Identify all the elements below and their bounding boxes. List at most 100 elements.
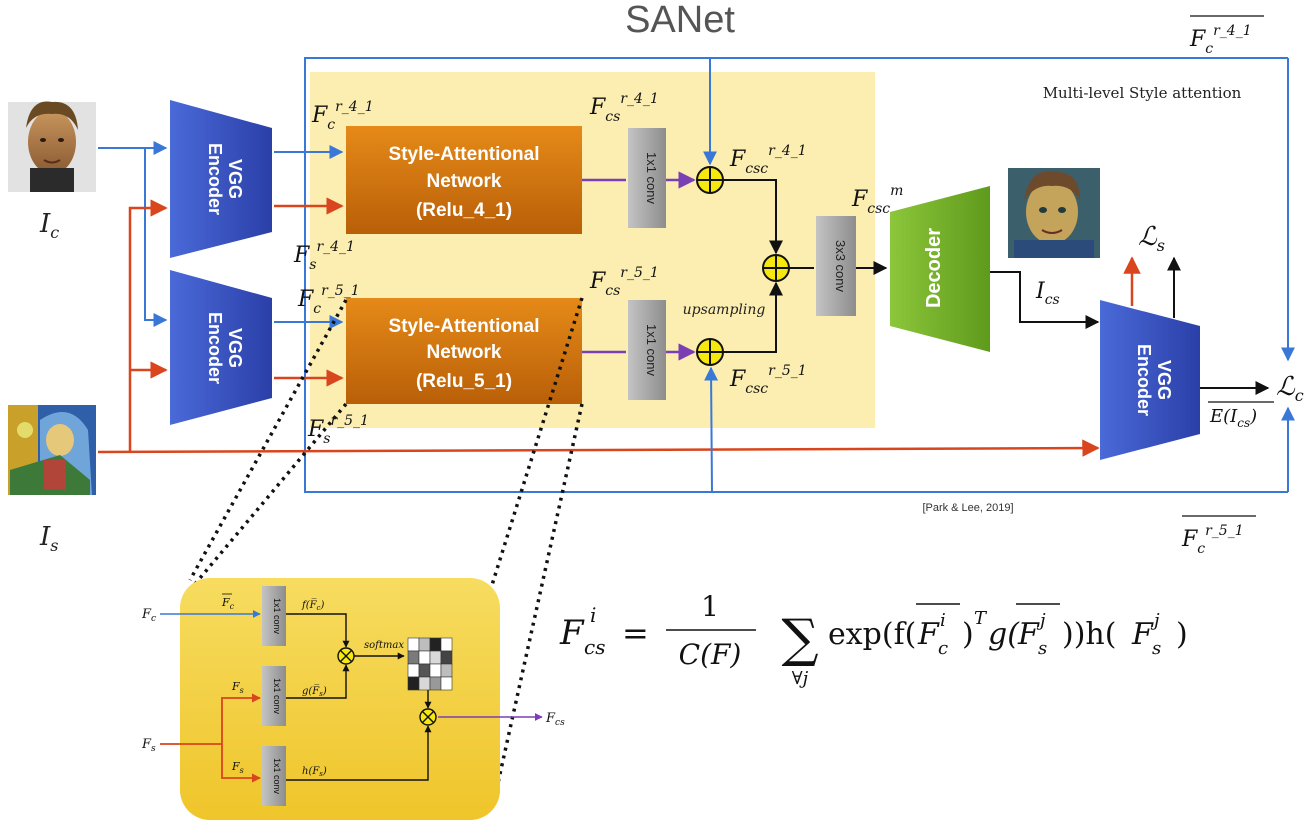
content-to-enc2 [144, 148, 168, 327]
inset-softmax-label: softmax [364, 640, 404, 651]
multilevel-caption: Multi-level Style attention [1043, 84, 1242, 102]
svg-text:s: s [1152, 638, 1161, 659]
attention-equation: F i cs = 1 C(F) ∑ ∀j exp(f( F i c ) T g(… [559, 590, 1188, 689]
svg-text:Network: Network [427, 171, 502, 192]
inset-multiply-1 [337, 647, 355, 665]
label-fc-r41: Fcr_4_1 [311, 99, 374, 133]
outer-frame [304, 57, 1288, 493]
svg-text:exp(f(: exp(f( [828, 617, 916, 652]
label-fs-r41: Fsr_4_1 [293, 239, 355, 273]
style-to-enc1 [128, 199, 168, 452]
add-node-2 [696, 338, 724, 366]
output-image [1008, 168, 1100, 258]
label-fcsc-m: Fcscm [851, 183, 903, 217]
inset-conv-h [262, 746, 286, 806]
skip-bottom-to-add2 [704, 366, 719, 493]
svg-text:(Relu_5_1): (Relu_5_1) [416, 371, 512, 392]
svg-text:1x1 conv: 1x1 conv [272, 598, 282, 635]
content-input-label: Ic [39, 209, 59, 242]
svg-text:F: F [917, 617, 940, 652]
add2-to-add3 [723, 281, 783, 353]
loss-content: ℒc [1276, 372, 1304, 405]
citation: [Park & Lee, 2019] [922, 502, 1013, 514]
encoded-output-label: E(Ics) [1208, 401, 1274, 430]
svg-text:F: F [559, 613, 585, 653]
svg-text:c: c [938, 638, 948, 659]
inset-fc-bar: Fc [221, 596, 235, 611]
svg-text:T: T [974, 608, 988, 629]
style-image [8, 405, 96, 495]
svg-text:): ) [1176, 617, 1188, 652]
content-image [8, 101, 96, 192]
vgg-encoder-1: VGGEncoder [170, 100, 272, 258]
loss-style: ℒs [1138, 222, 1165, 255]
inset-conv-f [262, 586, 286, 646]
output-label: Ics [1035, 279, 1060, 308]
svg-text:E(Ics): E(Ics) [1209, 406, 1257, 430]
svg-text:C(F): C(F) [679, 638, 742, 671]
inset-fs-a: Fs [231, 680, 244, 695]
zoom-lines [188, 297, 584, 811]
svg-text:1x1 conv: 1x1 conv [272, 758, 282, 795]
inset-multiply-2 [419, 708, 437, 726]
conv-1x1-bottom: 1x1 conv [628, 300, 666, 400]
vgg-encoder-2: VGGEncoder [170, 270, 272, 425]
svg-text:F: F [1131, 617, 1154, 652]
svg-text:VGGEncoder: VGGEncoder [205, 312, 245, 384]
svg-text:Network: Network [427, 342, 502, 363]
inset-conv-g [262, 666, 286, 726]
svg-text:=: = [622, 614, 649, 652]
decoder-to-enc3 [990, 271, 1100, 329]
label-fcsc-r51: Fcscr_5_1 [729, 363, 807, 397]
san-detail-inset: 1x1 conv 1x1 conv 1x1 conv Fc Fs Fc Fs F… [141, 578, 565, 820]
svg-text:Fcr_4_1: Fcr_4_1 [1189, 23, 1252, 57]
inset-g-label: g(F̅s) [302, 685, 327, 698]
san-block-relu51: Style-Attentional Network (Relu_5_1) [346, 298, 582, 404]
inset-fs-input: Fs [141, 737, 156, 754]
inset-attention-matrix [407, 637, 453, 691]
inset-h-label: h(Fs) [302, 766, 327, 778]
label-fc-bar-r51: Fcr_5_1 [1181, 515, 1256, 557]
svg-text:Style-Attentional: Style-Attentional [389, 144, 540, 165]
san-block-relu41: Style-Attentional Network (Relu_4_1) [346, 126, 582, 234]
inset-fcs-output: Fcs [545, 711, 565, 728]
svg-text:): ) [962, 617, 974, 652]
svg-text:Fcr_5_1: Fcr_5_1 [1181, 523, 1244, 557]
svg-text:1x1 conv: 1x1 conv [272, 678, 282, 715]
svg-text:VGGEncoder: VGGEncoder [205, 143, 245, 215]
label-fcs-r41: Fcsr_4_1 [589, 91, 659, 125]
add-node-1 [696, 166, 724, 194]
svg-text:j: j [1150, 610, 1160, 631]
style-input-label: Is [39, 522, 59, 555]
svg-text:Decoder: Decoder [923, 228, 945, 308]
svg-text:1x1 conv: 1x1 conv [644, 152, 659, 205]
svg-text:1: 1 [701, 590, 719, 623]
upsampling-label: upsampling [683, 302, 766, 318]
vgg-encoder-3: VGGEncoder [1100, 300, 1200, 460]
label-fcsc-r41: Fcscr_4_1 [729, 143, 807, 177]
svg-text:))h(: ))h( [1062, 617, 1116, 652]
svg-text:VGGEncoder: VGGEncoder [1134, 344, 1174, 416]
conv-1x1-top: 1x1 conv [628, 128, 666, 228]
diagram-title: SANet [625, 0, 735, 41]
svg-text:1x1 conv: 1x1 conv [644, 324, 659, 377]
style-to-enc3 [97, 439, 1100, 457]
svg-text:∑: ∑ [781, 609, 818, 669]
svg-text:i: i [590, 603, 596, 627]
svg-text:s: s [1038, 638, 1047, 659]
svg-text:3x3 conv: 3x3 conv [833, 240, 848, 293]
svg-text:∀j: ∀j [792, 668, 809, 689]
svg-text:Style-Attentional: Style-Attentional [389, 316, 540, 337]
svg-text:i: i [940, 610, 946, 631]
label-fc-bar-r41: Fcr_4_1 [1189, 15, 1264, 57]
add-node-3 [762, 254, 790, 282]
svg-text:j: j [1036, 610, 1046, 631]
svg-text:g(: g( [988, 617, 1020, 652]
svg-text:cs: cs [584, 635, 605, 659]
add1-to-add3 [723, 179, 783, 255]
inset-f-label: f(F̅c) [301, 599, 324, 612]
inset-fs-b: Fs [231, 760, 244, 775]
svg-text:(Relu_4_1): (Relu_4_1) [416, 200, 512, 221]
conv-3x3: 3x3 conv [816, 216, 856, 316]
